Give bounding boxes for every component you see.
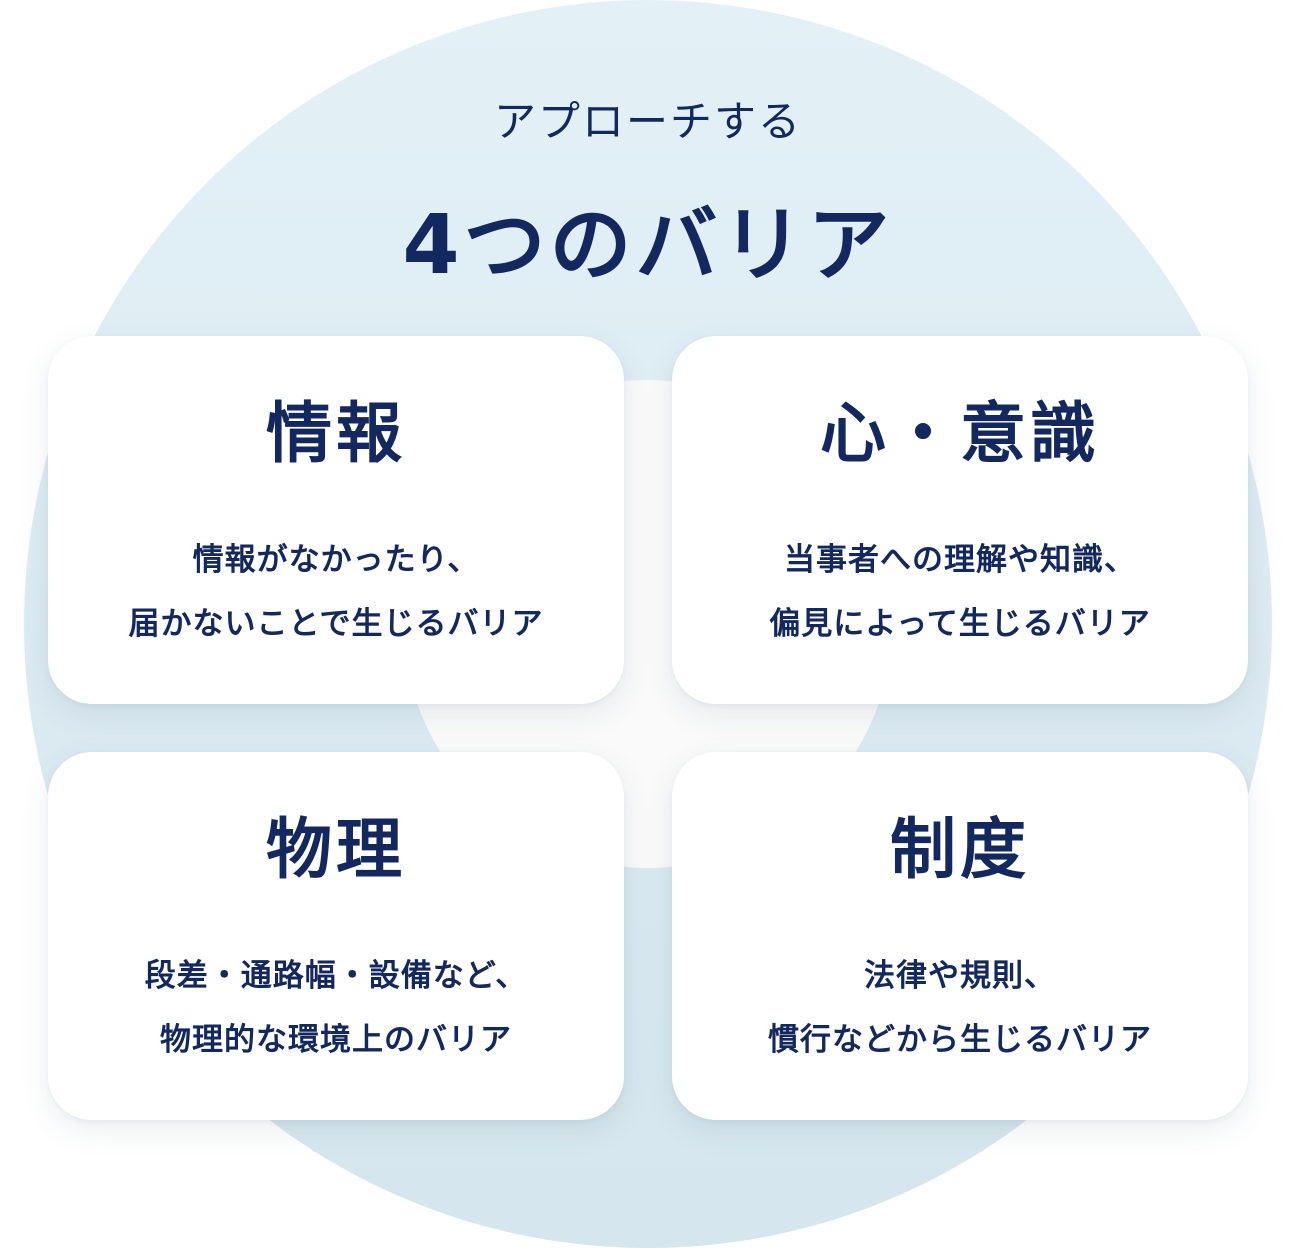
card-description-line: 慣行などから生じるバリア <box>768 1022 1152 1058</box>
card-title: 情報 <box>266 395 406 472</box>
barrier-card-physical: 物理 段差・通路幅・設備など、 物理的な環境上のバリア <box>48 752 624 1120</box>
card-description-line: 法律や規則、 <box>864 958 1056 994</box>
card-description-line: 物理的な環境上のバリア <box>160 1022 512 1058</box>
card-title: 心・意識 <box>820 395 1100 472</box>
barrier-card-system: 制度 法律や規則、 慣行などから生じるバリア <box>672 752 1248 1120</box>
barrier-card-mind: 心・意識 当事者への理解や知識、 偏見によって生じるバリア <box>672 336 1248 704</box>
barrier-card-information: 情報 情報がなかったり、 届かないことで生じるバリア <box>48 336 624 704</box>
diagram-subtitle: アプローチする <box>493 97 802 146</box>
card-title: 物理 <box>266 811 406 888</box>
card-description-line: 届かないことで生じるバリア <box>128 606 544 642</box>
diagram-title: 4つのバリア <box>402 198 894 293</box>
card-description-line: 段差・通路幅・設備など、 <box>144 958 528 994</box>
card-description-line: 情報がなかったり、 <box>192 542 480 578</box>
card-description-line: 当事者への理解や知識、 <box>784 542 1136 578</box>
card-title: 制度 <box>890 811 1030 888</box>
card-description-line: 偏見によって生じるバリア <box>769 606 1151 642</box>
